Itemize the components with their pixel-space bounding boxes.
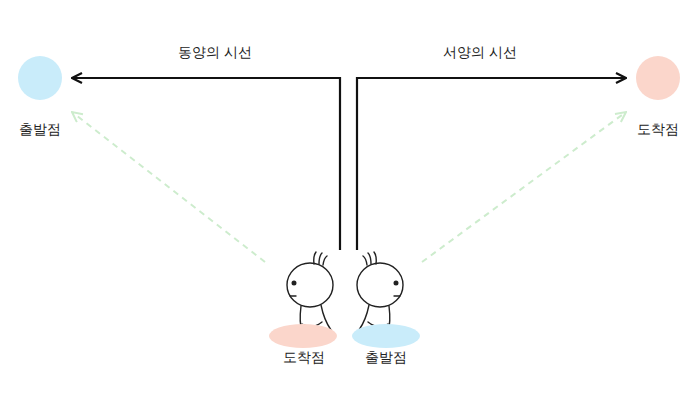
end-ellipse bbox=[269, 324, 337, 348]
left-character bbox=[287, 252, 333, 332]
point-label: 출발점 bbox=[8, 120, 72, 138]
gaze-dashed-arrow bbox=[72, 112, 265, 262]
east-view-arrow bbox=[72, 78, 340, 250]
end-ellipse: 도착점 bbox=[265, 250, 342, 368]
gaze-dashed-arrow bbox=[422, 112, 626, 262]
start-circle bbox=[18, 56, 62, 100]
edge-label: 동양의 시선 bbox=[176, 43, 254, 61]
start-ellipse: 출발점 bbox=[350, 250, 422, 368]
start-ellipse bbox=[352, 324, 420, 348]
point-label: 도착점 bbox=[626, 120, 690, 138]
start-circle: 출발점 bbox=[8, 56, 72, 142]
point-label: 도착점 bbox=[265, 348, 342, 366]
edge-label: 서양의 시선 bbox=[441, 43, 519, 61]
right-character bbox=[357, 252, 403, 332]
end-circle: 도착점 bbox=[626, 56, 690, 142]
end-circle bbox=[636, 56, 680, 100]
point-label: 출발점 bbox=[350, 348, 422, 366]
west-view-arrow bbox=[357, 78, 626, 250]
